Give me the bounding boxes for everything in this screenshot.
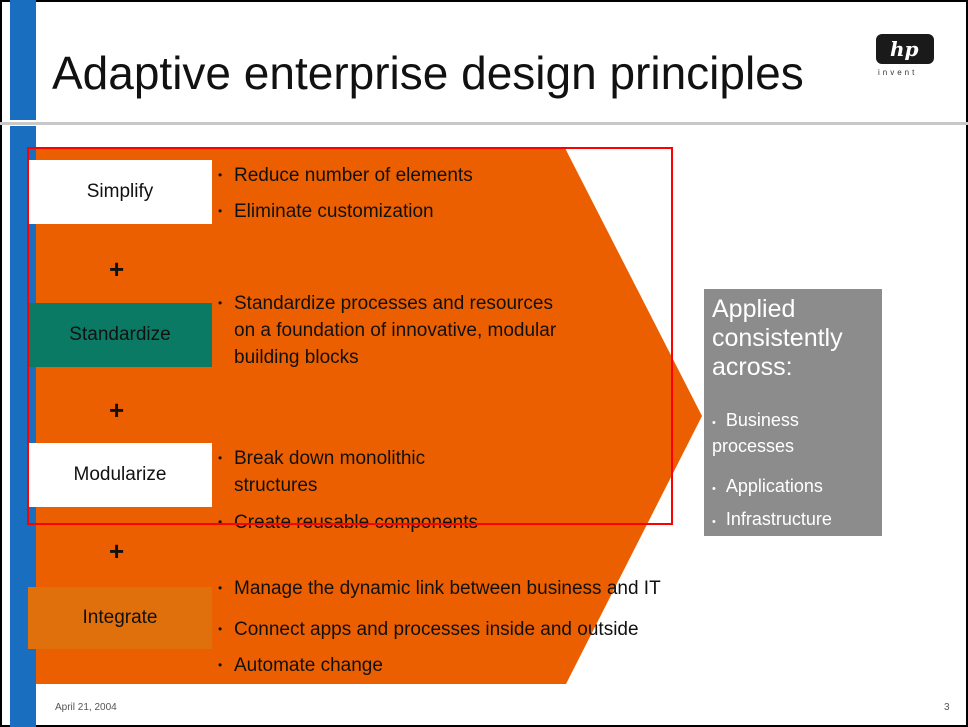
title-divider [0,122,968,125]
left-accent-bar-top [10,0,36,120]
applied-item-applications: •Applications [712,476,823,496]
modularize-box: Modularize [28,443,212,507]
integrate-box: Integrate [28,587,212,649]
applied-item-business-processes: •Business processes [712,410,799,456]
standardize-box: Standardize [28,303,212,367]
footer-date: April 21, 2004 [55,702,117,713]
hp-logo: hp invent [876,34,934,78]
hp-logo-mark: hp [876,34,934,64]
page-number: 3 [944,702,950,713]
plus-sign-1: + [109,254,125,284]
plus-sign-2: + [109,395,125,425]
hp-logo-tagline: invent [878,68,918,77]
applied-item-infrastructure: •Infrastructure [712,509,832,529]
slide-title: Adaptive enterprise design principles [52,47,804,99]
plus-sign-3: + [109,536,125,566]
applied-consistently-box: Applied consistently across: •Business p… [704,289,882,536]
highlight-rectangle [27,147,673,525]
simplify-box: Simplify [28,160,212,224]
applied-title: Applied consistently across: [712,295,843,381]
